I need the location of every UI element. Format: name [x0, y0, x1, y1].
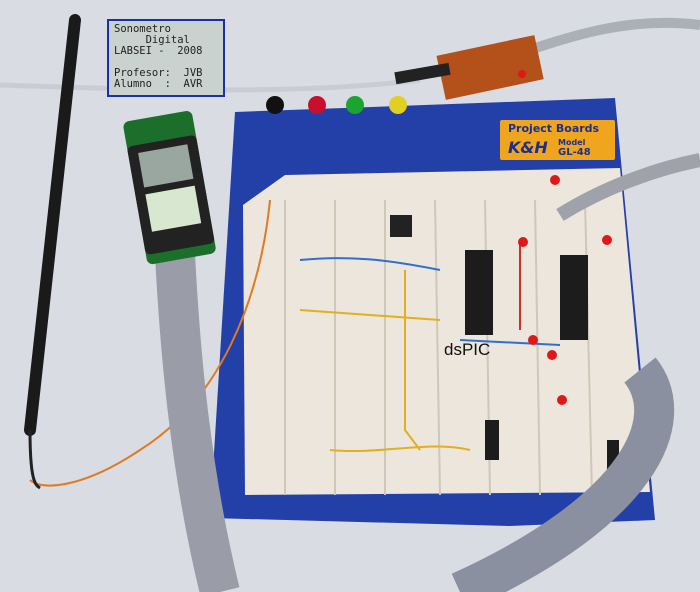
usb-pcb: [436, 35, 544, 100]
lcd-line: Sonometro: [114, 23, 171, 35]
microphone-probe: [24, 14, 81, 436]
board-label: Project Boards K&H Model GL-48: [500, 120, 615, 160]
binding-post-black: [266, 96, 284, 114]
display-module: [123, 111, 216, 265]
lcd-line: LABSEI - 2008: [114, 45, 203, 57]
binding-post-red: [308, 96, 326, 114]
binding-post-yellow: [389, 96, 407, 114]
ribbon-cable-right: [451, 357, 675, 592]
lcd-line: Profesor: JVB: [114, 67, 203, 79]
ic-chip: [560, 255, 588, 340]
label-title: Project Boards: [508, 122, 600, 135]
lcd-line: Alumno : AVR: [114, 78, 203, 90]
binding-post-green: [346, 96, 364, 114]
model-number: GL-48: [558, 147, 591, 158]
model-word: Model: [558, 138, 586, 147]
brand-logo: K&H: [508, 138, 548, 157]
breadboard: [243, 168, 650, 495]
dspic-chip: [465, 250, 493, 335]
lcd-line: Digital: [114, 34, 190, 46]
dspic-annotation: dsPIC: [444, 340, 491, 359]
ribbon-cable-left: [155, 253, 240, 592]
